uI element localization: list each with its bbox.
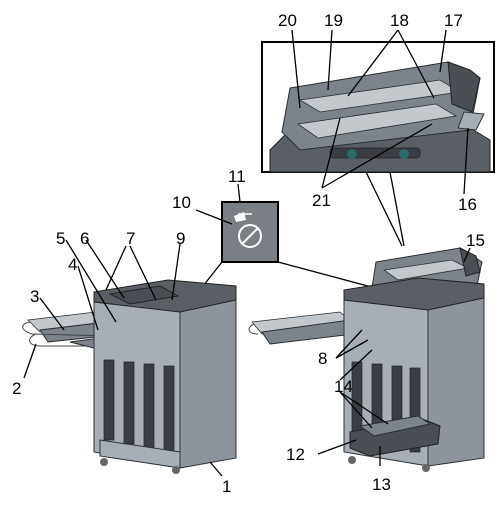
right-finisher-unit	[248, 247, 485, 472]
callout-6: 6	[80, 229, 89, 248]
callout-17: 17	[444, 11, 463, 30]
callout-15: 15	[466, 231, 485, 250]
callout-13: 13	[372, 475, 391, 494]
callout-19: 19	[324, 11, 343, 30]
no-hand-caution-icon	[234, 212, 262, 248]
callout-16: 16	[458, 195, 477, 214]
callout-18: 18	[390, 11, 409, 30]
callout-9: 9	[176, 229, 185, 248]
callout-20: 20	[278, 11, 297, 30]
callout-4: 4	[68, 255, 77, 274]
callout-12: 12	[286, 445, 305, 464]
warning-label-inset	[191, 201, 421, 301]
callout-2: 2	[12, 379, 21, 398]
callout-10: 10	[172, 193, 191, 212]
callout-11: 11	[228, 167, 246, 186]
callout-7: 7	[126, 229, 135, 248]
inset-frame	[261, 41, 495, 173]
callout-3: 3	[30, 287, 39, 306]
callout-21: 21	[312, 191, 331, 210]
callout-8: 8	[318, 349, 327, 368]
callout-5: 5	[56, 229, 65, 248]
left-finisher-unit	[22, 279, 237, 474]
leader-lines	[23, 29, 471, 477]
inset-connectors	[365, 171, 405, 247]
callout-1: 1	[222, 477, 231, 496]
callout-numbers: 1 2 3 4 5 6 7 8 9 10 11 12 13 14 15 16 1…	[12, 11, 485, 496]
callout-14: 14	[334, 377, 353, 396]
